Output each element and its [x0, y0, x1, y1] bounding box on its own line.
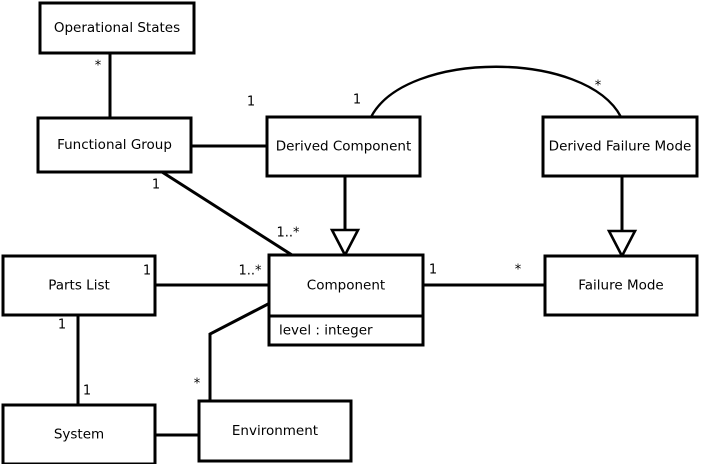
multiplicity-label: 1: [353, 93, 361, 108]
class-box-operational-states[interactable]: Operational States: [38, 1, 196, 55]
multiplicity-label: 1..*: [238, 264, 262, 279]
generalization-arrowhead-icon: [329, 228, 361, 258]
class-name: Environment: [232, 423, 318, 439]
multiplicity-label: *: [515, 263, 522, 278]
class-box-functional-group[interactable]: Functional Group: [36, 116, 193, 174]
class-box-outline: [267, 253, 425, 347]
association-line: [161, 170, 293, 257]
class-box-derived-component[interactable]: Derived Component: [265, 115, 422, 178]
association-line: [369, 65, 623, 118]
multiplicity-label: *: [194, 377, 201, 392]
class-box-derived-failure-mode[interactable]: Derived Failure Mode: [541, 115, 699, 178]
generalization-derived-component--isa--component[interactable]: [329, 176, 361, 258]
class-name: System: [54, 427, 104, 443]
class-box-parts-list[interactable]: Parts List: [1, 254, 157, 317]
association-environment--component[interactable]: [208, 301, 271, 401]
multiplicity-label: 1: [83, 384, 91, 399]
class-name: Derived Component: [276, 139, 412, 155]
multiplicity-label: 1: [143, 264, 151, 279]
multiplicity-label: 1: [152, 178, 160, 193]
class-box-outline: [1, 403, 157, 464]
class-name: Parts List: [48, 278, 110, 294]
multiplicity-layer: * 1 1 1..* 1 * 1 1..* 1 1 1 * *: [58, 59, 602, 399]
class-box-component[interactable]: Component level : integer: [267, 253, 425, 347]
class-box-outline: [543, 254, 699, 317]
class-box-system[interactable]: System: [1, 403, 157, 464]
generalization-layer: [329, 176, 638, 259]
class-box-outline: [1, 254, 157, 317]
class-attribute: level : integer: [279, 323, 373, 339]
class-name: Operational States: [54, 20, 180, 36]
association-derived-component--derived-failure-mode[interactable]: [369, 65, 623, 118]
class-box-outline: [541, 115, 699, 178]
generalization-derived-failure-mode--isa--failure-mode[interactable]: [606, 176, 638, 259]
class-box-environment[interactable]: Environment: [197, 399, 353, 463]
class-name: Derived Failure Mode: [549, 139, 692, 155]
multiplicity-label: *: [595, 79, 602, 94]
generalization-arrowhead-icon: [606, 229, 638, 259]
multiplicity-label: 1: [429, 263, 437, 278]
class-name: Functional Group: [57, 137, 172, 153]
multiplicity-label: *: [95, 59, 102, 74]
class-name: Component: [307, 278, 385, 294]
class-box-outline: [265, 115, 422, 178]
association-layer: [76, 53, 623, 437]
class-box-outline: [36, 116, 193, 174]
multiplicity-label: 1: [247, 95, 255, 110]
class-box-outline: [38, 1, 196, 55]
association-line: [208, 301, 271, 401]
multiplicity-label: 1..*: [276, 226, 300, 241]
class-box-outline: [197, 399, 353, 463]
multiplicity-label: 1: [58, 318, 66, 333]
class-box-failure-mode[interactable]: Failure Mode: [543, 254, 699, 317]
class-name: Failure Mode: [578, 278, 664, 294]
association-functional-group--component[interactable]: [161, 170, 293, 257]
